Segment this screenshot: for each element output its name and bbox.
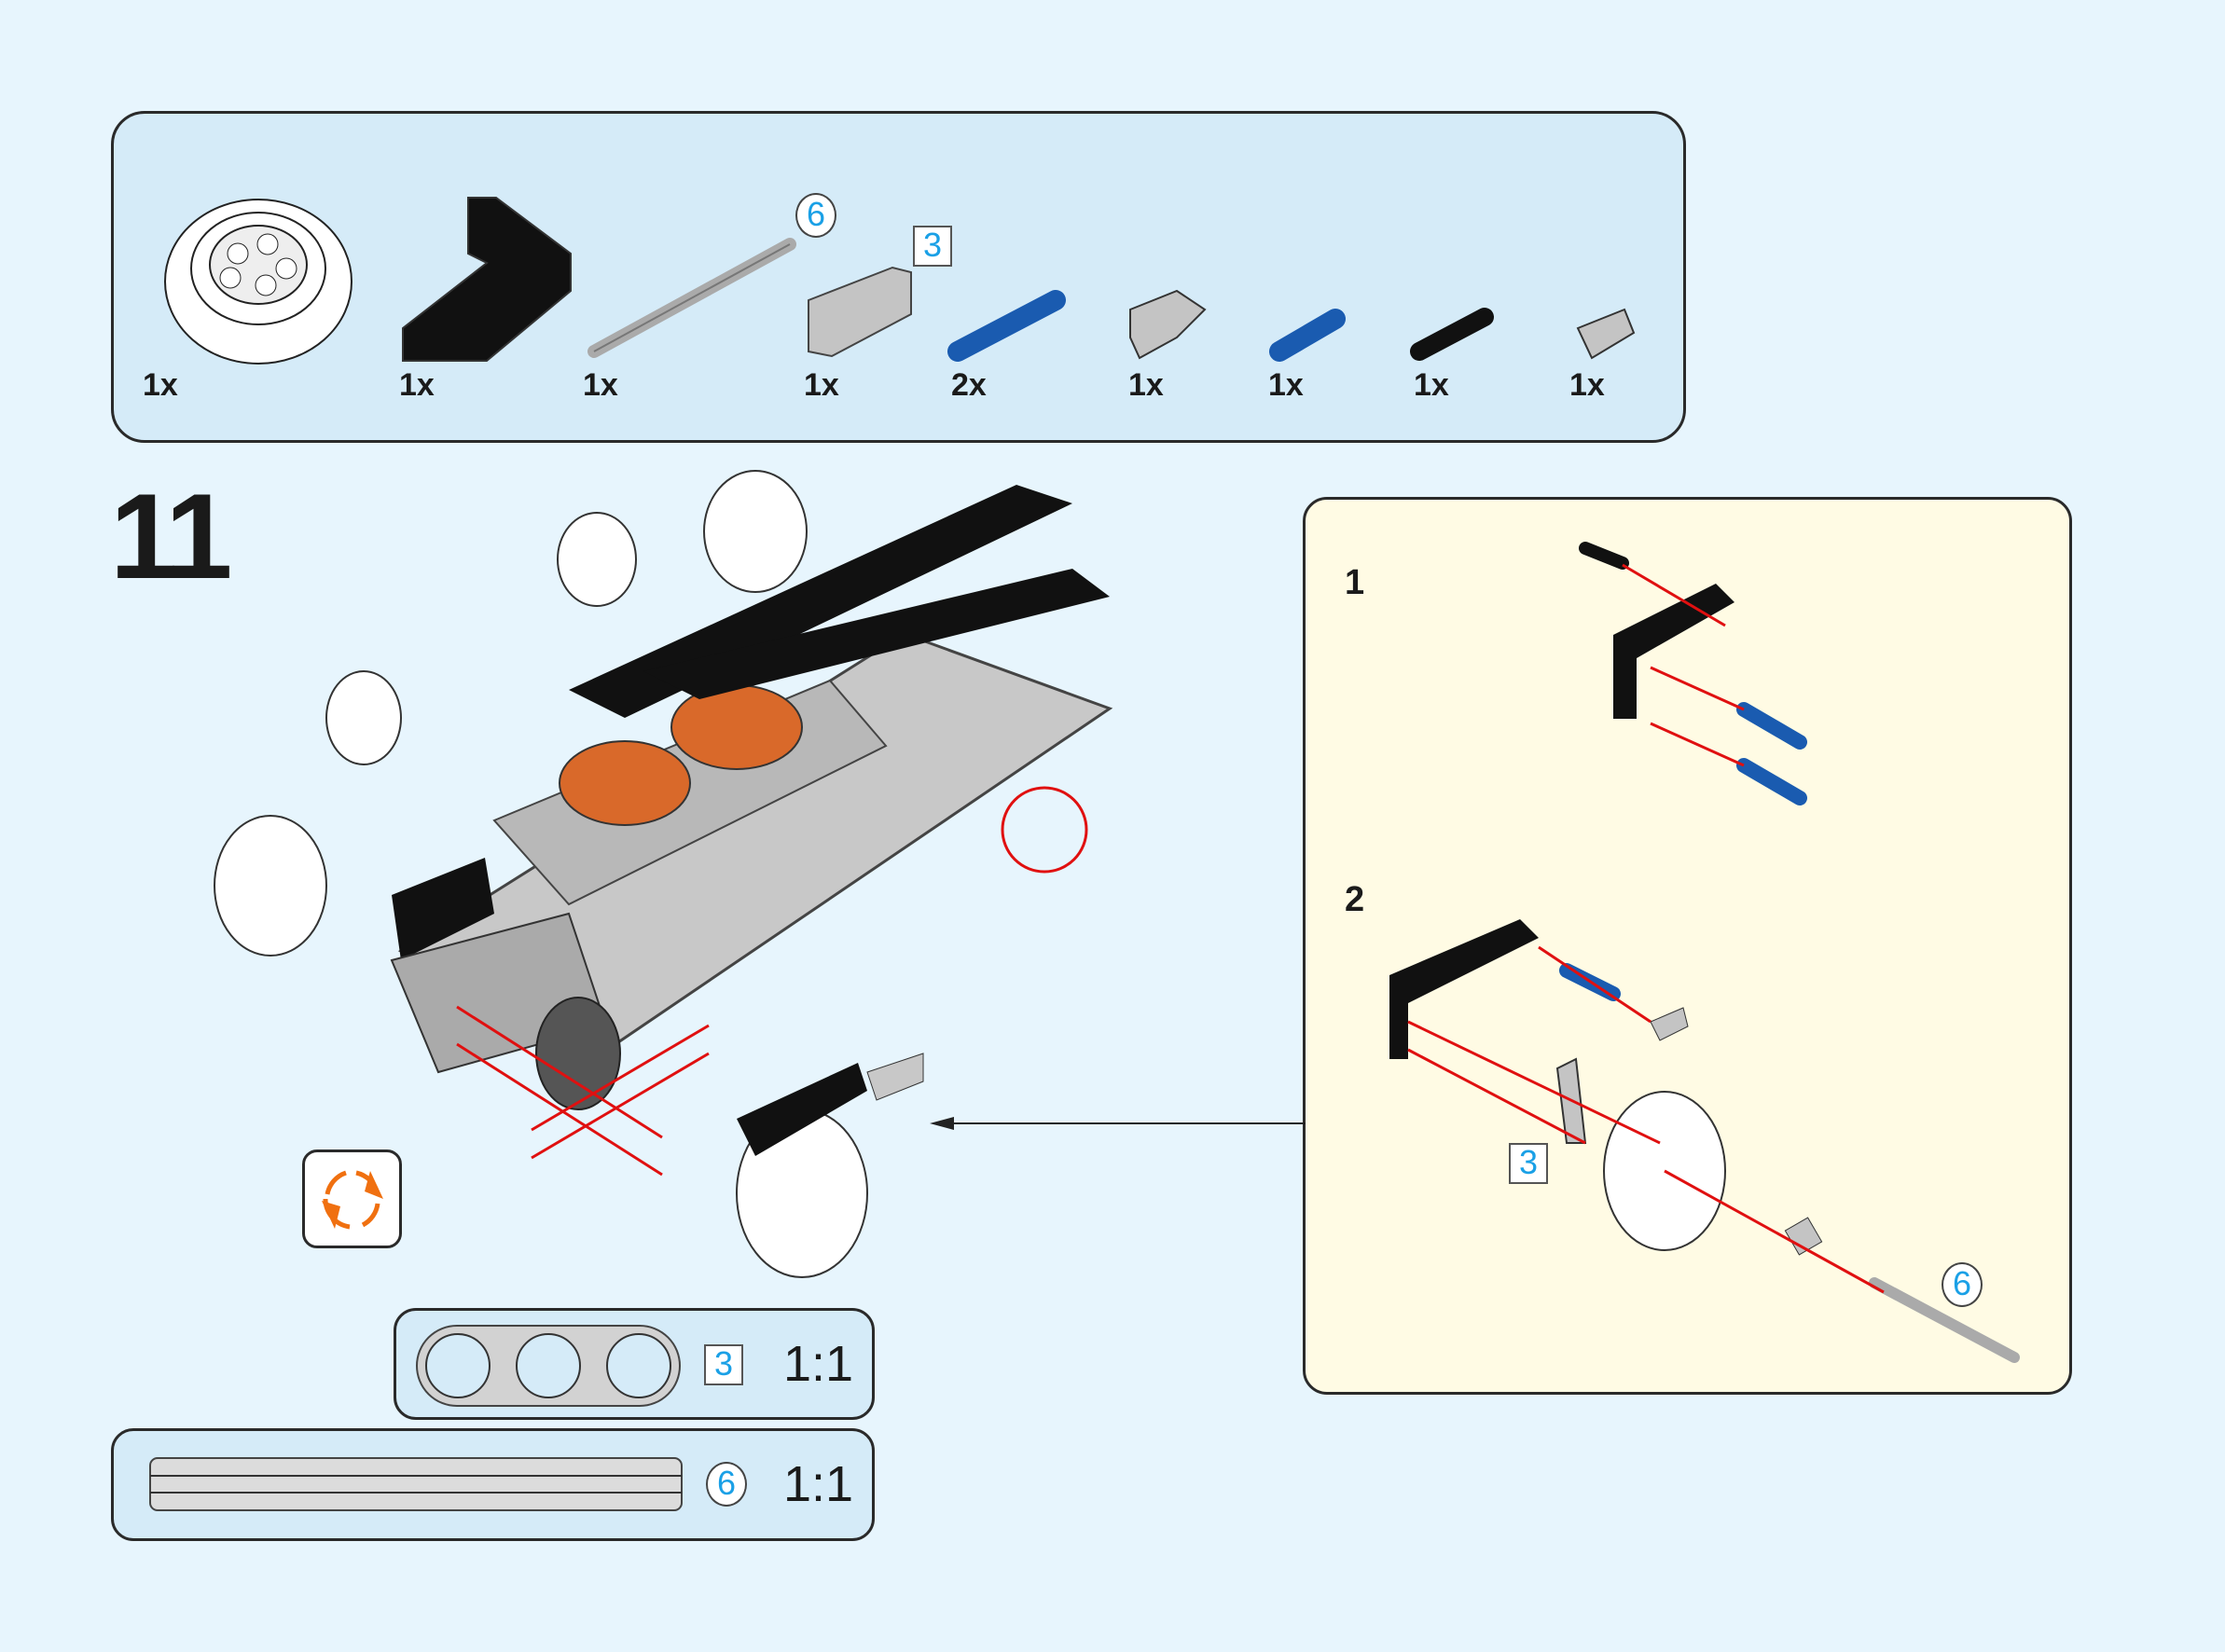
substep-1-illustration [1579, 542, 1807, 805]
rotate-icon [322, 1170, 383, 1230]
part-qty: 1x [143, 367, 178, 403]
motor [390, 912, 621, 1110]
blue-pin-part [1269, 309, 1346, 362]
part-qty: 1x [1268, 367, 1304, 403]
callout-pointer-arrow [930, 1117, 1306, 1130]
part-qty: 1x [804, 367, 839, 403]
part-qty: 1x [1569, 367, 1605, 403]
beam-3-scale-drawing [416, 1325, 681, 1407]
step-number: 11 [110, 468, 232, 604]
scale-guide-beam: 3 1:1 [394, 1308, 875, 1420]
beam-3-part [808, 266, 912, 358]
wheel-part [164, 199, 352, 365]
substep-label: 2 [1345, 880, 1365, 919]
axle-length-badge: 6 [706, 1462, 747, 1507]
parts-list-panel: 6 3 1x 1x 1x 1x 2x 1x 1x 1x 1x [111, 111, 1686, 443]
rotate-model-indicator [302, 1150, 402, 1248]
highlight-circle [1001, 786, 1088, 874]
part-qty: 2x [951, 367, 987, 403]
scale-guide-axle: 6 1:1 [111, 1428, 875, 1541]
part-qty: 1x [1414, 367, 1449, 403]
l-beam-part [402, 197, 572, 362]
new-beam-assembly [737, 1053, 924, 1156]
parts-illustrations [164, 197, 1636, 365]
bush-part [1576, 308, 1636, 360]
wheels [214, 470, 868, 1278]
beam-length-badge: 3 [704, 1344, 743, 1385]
part-qty: 1x [399, 367, 435, 403]
sub-assembly-callout: 1 2 3 6 [1303, 497, 2072, 1395]
blue-pin-long-part [947, 290, 1066, 362]
callout-illustrations [1389, 542, 2020, 1363]
black-pin-part [1410, 308, 1494, 361]
insertion-arrows [456, 1005, 710, 1177]
axle-length-badge: 6 [1942, 1262, 1983, 1307]
beam-length-badge: 3 [913, 226, 952, 267]
axle-length-badge: 6 [795, 193, 836, 238]
scale-ratio: 1:1 [783, 1456, 854, 1512]
beam-length-badge: 3 [1509, 1143, 1548, 1184]
scale-ratio: 1:1 [783, 1336, 854, 1392]
substep-label: 1 [1345, 563, 1365, 602]
part-qty: 1x [1128, 367, 1164, 403]
main-assembly-illustration [214, 470, 1113, 1278]
substep-2-illustration [1389, 919, 2020, 1363]
cross-block-part [1129, 289, 1207, 360]
axle-6-scale-drawing [149, 1457, 683, 1511]
part-qty: 1x [583, 367, 618, 403]
axle-part [587, 238, 796, 358]
